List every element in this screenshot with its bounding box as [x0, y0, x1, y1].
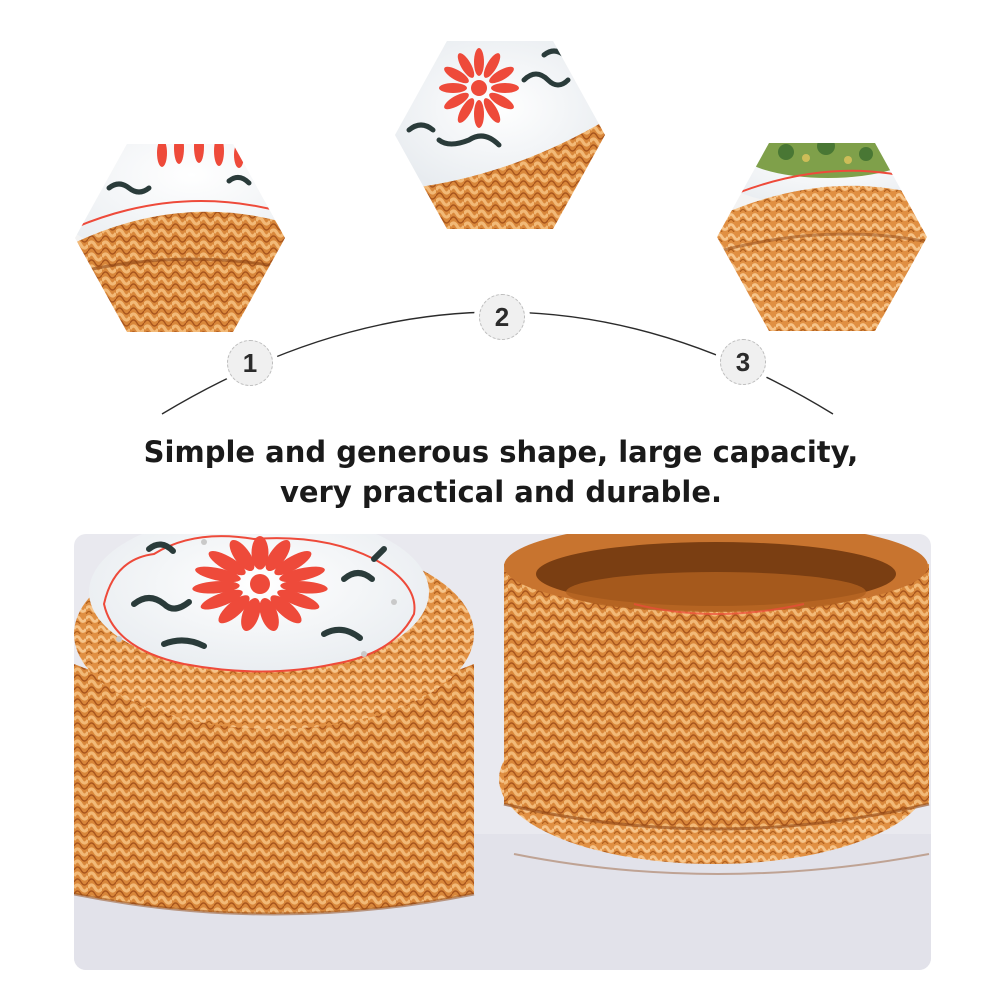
step-badge-2: 2 — [479, 294, 525, 340]
step-badge-3: 3 — [720, 339, 766, 385]
hex_1-icon — [75, 144, 285, 332]
headline: Simple and generous shape, large capacit… — [0, 432, 1002, 512]
product-photo — [74, 534, 931, 970]
headline-line-1: Simple and generous shape, large capacit… — [143, 435, 859, 469]
hex_3-icon — [717, 143, 927, 331]
step-badge-1: 1 — [227, 340, 273, 386]
steps-arc — [161, 311, 834, 415]
headline-line-2: very practical and durable. — [279, 475, 723, 509]
left-basket — [74, 534, 475, 916]
right-basket — [499, 534, 930, 875]
hex_2-icon — [395, 41, 605, 229]
